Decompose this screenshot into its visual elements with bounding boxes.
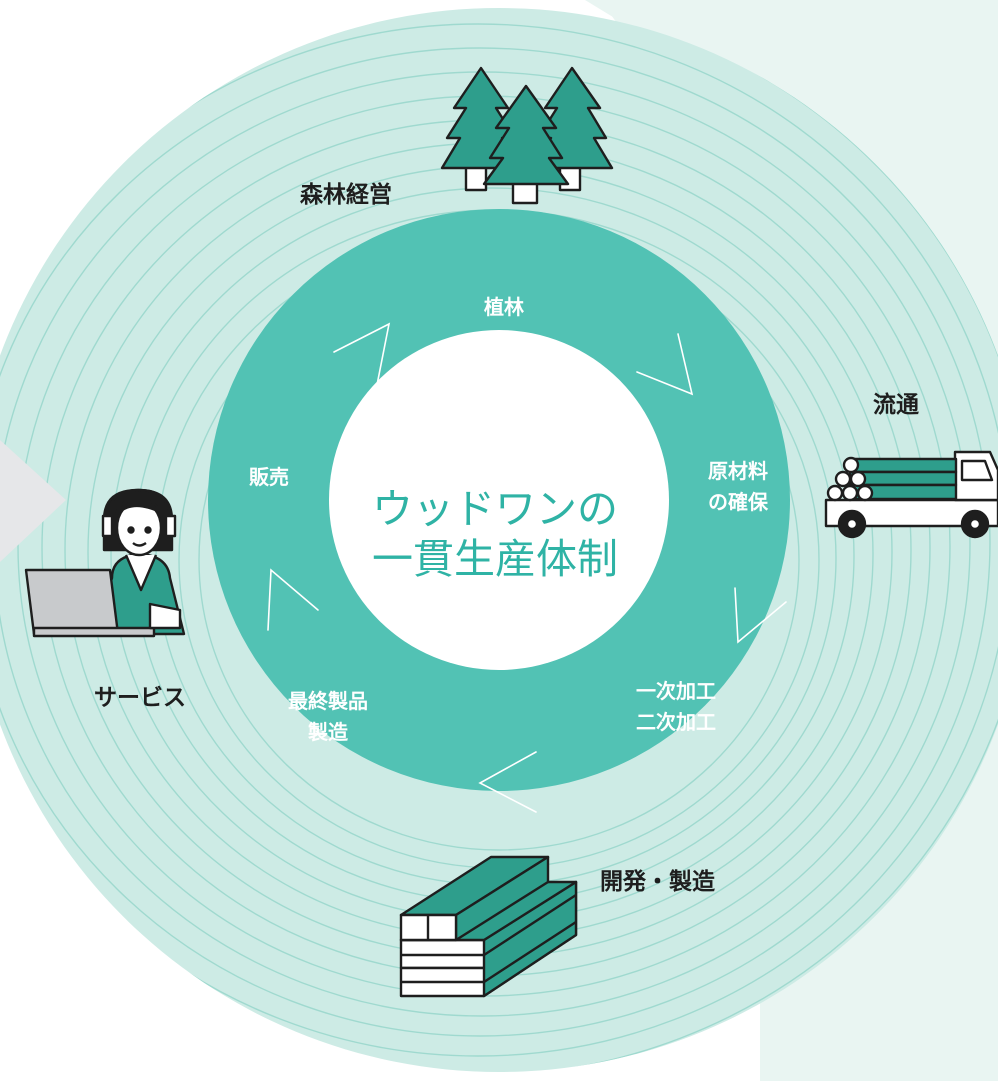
lumber-icon bbox=[399, 855, 578, 998]
operator-icon bbox=[24, 488, 186, 638]
truck-icon bbox=[824, 450, 998, 539]
label-forest-management: 森林経営 bbox=[300, 182, 392, 208]
center-title: ウッドワンの 一貫生産体制 bbox=[330, 484, 660, 584]
label-processing-line2: 二次加工 bbox=[636, 710, 716, 734]
chevron-arrow-3 bbox=[734, 587, 787, 644]
flow-arrow-left bbox=[0, 440, 66, 562]
chevron-arrow-2 bbox=[636, 333, 694, 396]
chevron-arrow-4 bbox=[478, 751, 537, 813]
background-shape-top bbox=[585, 0, 998, 330]
label-raw-material-line2: の確保 bbox=[708, 490, 768, 514]
label-planting: 植林 bbox=[484, 295, 524, 319]
label-processing-line1: 一次加工 bbox=[636, 679, 716, 703]
center-title-line2: 一貫生産体制 bbox=[372, 535, 618, 583]
label-final-product-line2: 製造 bbox=[308, 720, 348, 744]
center-title-line1: ウッドワンの bbox=[372, 485, 618, 533]
label-distribution: 流通 bbox=[873, 392, 919, 418]
label-service: サービス bbox=[94, 685, 186, 711]
chevron-arrow-1 bbox=[333, 322, 391, 391]
trees-icon bbox=[440, 66, 614, 205]
chevron-arrow-5 bbox=[267, 568, 319, 631]
label-raw-material-line1: 原材料 bbox=[708, 459, 768, 483]
label-raw-material: 原材料 の確保 bbox=[708, 456, 768, 518]
center-circle bbox=[329, 330, 669, 670]
label-development-manufacturing: 開発・製造 bbox=[600, 869, 715, 895]
label-final-product: 最終製品 製造 bbox=[288, 686, 368, 748]
label-sales: 販売 bbox=[249, 465, 289, 489]
label-final-product-line1: 最終製品 bbox=[288, 689, 368, 713]
label-processing: 一次加工 二次加工 bbox=[636, 676, 716, 738]
